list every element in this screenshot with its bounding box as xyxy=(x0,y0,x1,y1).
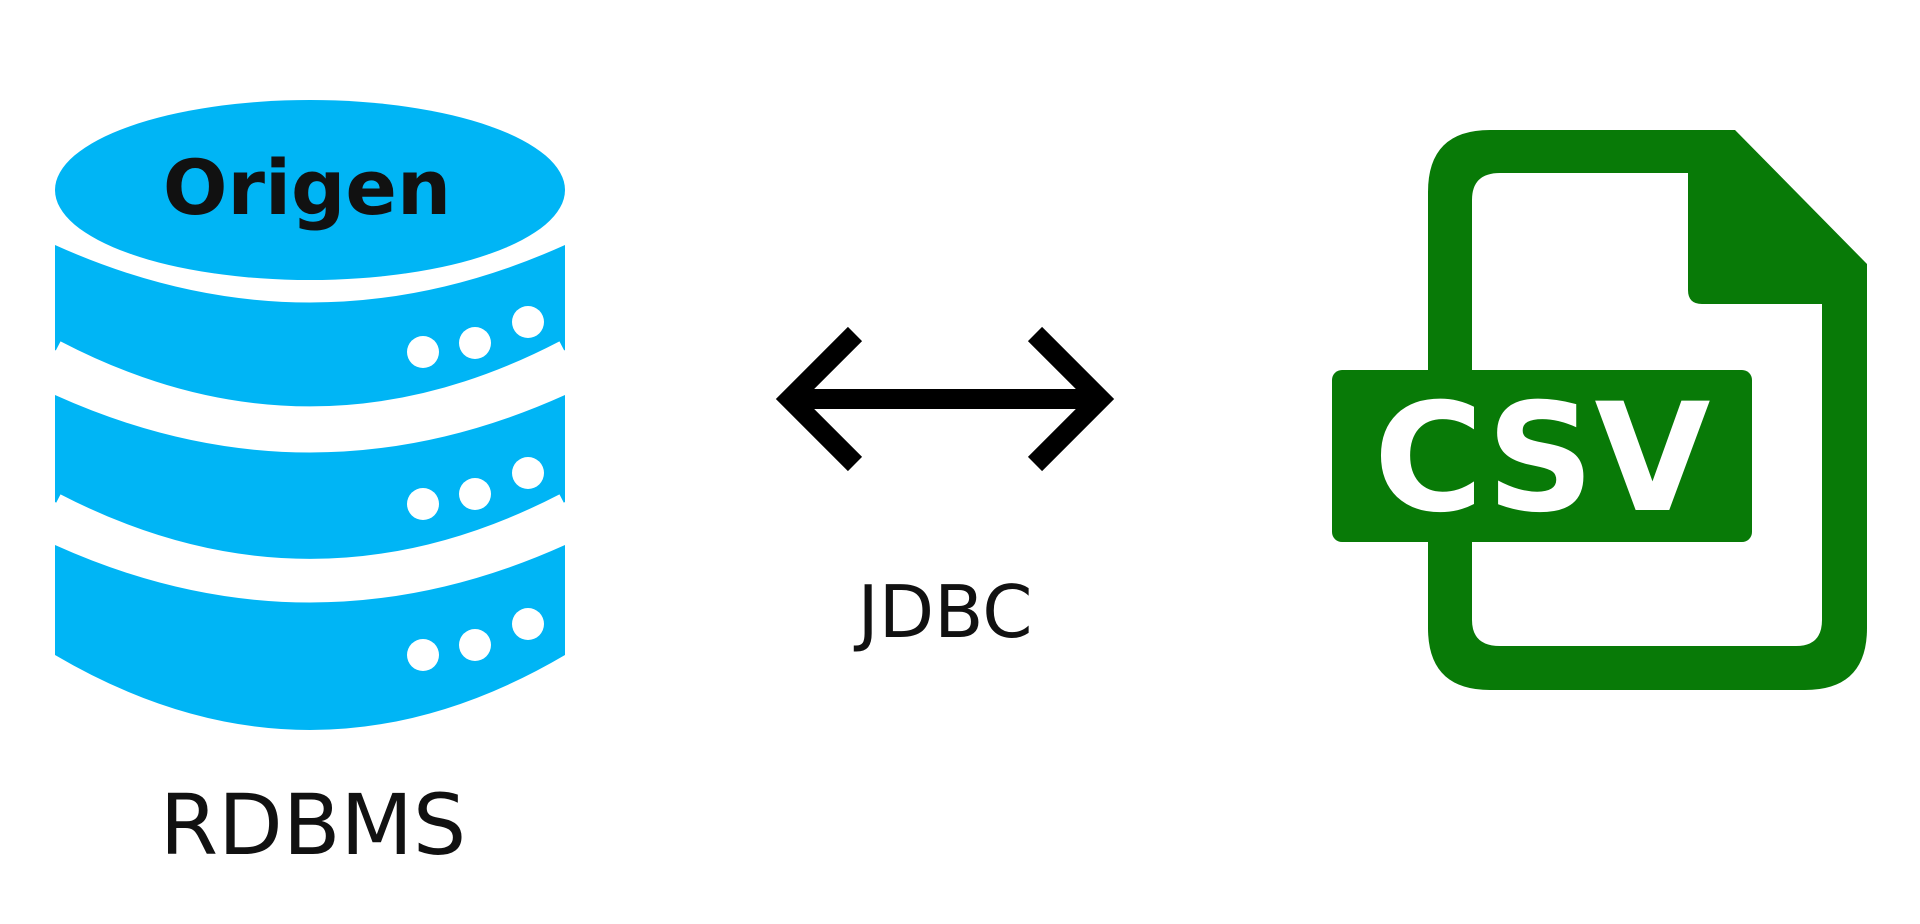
csv-badge-text: CSV xyxy=(1374,372,1711,546)
database-tier-3 xyxy=(55,545,565,730)
connector-label: JDBC xyxy=(853,570,1032,654)
csv-file-icon: CSV xyxy=(1332,130,1867,690)
database-tier-2 xyxy=(55,395,565,577)
database-indicator-dots xyxy=(407,306,544,671)
database-icon: Origen xyxy=(49,100,571,730)
csv-badge xyxy=(1332,370,1752,542)
database-tier-1 xyxy=(55,245,565,425)
database-top-disc xyxy=(55,100,565,280)
database-label: RDBMS xyxy=(160,776,466,874)
database-title: Origen xyxy=(163,143,451,232)
bidirectional-arrow-icon xyxy=(775,326,1115,472)
